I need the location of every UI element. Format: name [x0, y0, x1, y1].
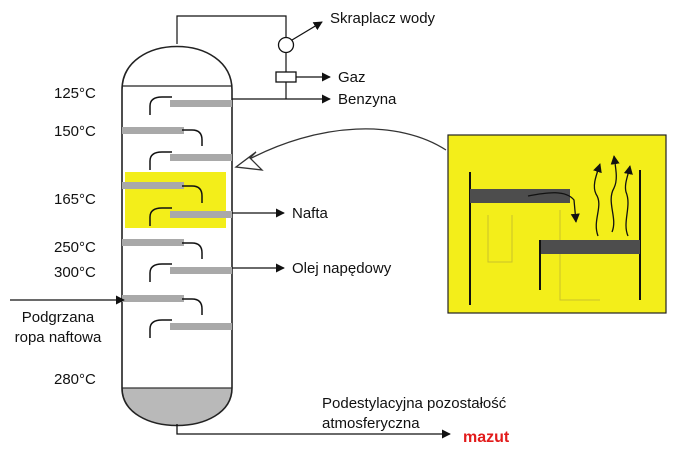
mazut-label: mazut [463, 429, 510, 446]
tray [170, 100, 232, 107]
condenser-arrow [291, 21, 323, 41]
tray [170, 323, 232, 330]
temperature-label: 125°C [54, 85, 96, 102]
gas-separator [275, 71, 297, 83]
detail-inset [447, 134, 667, 314]
highlight-band [125, 172, 226, 228]
residue-label-line2: atmosferyczna [322, 415, 420, 432]
tray [122, 295, 184, 302]
output-condenser-label: Skraplacz wody [330, 10, 436, 27]
inset-tray-lower [540, 240, 640, 254]
zoom-arrow [241, 128, 447, 164]
temperature-label: 165°C [54, 191, 96, 208]
tray [122, 182, 184, 189]
tray [170, 211, 232, 218]
overhead-piping [176, 15, 287, 99]
temperature-label: 150°C [54, 123, 96, 140]
feed-label-line1: Podgrzana [21, 309, 95, 326]
temperature-label: 280°C [54, 371, 96, 388]
tray [170, 154, 232, 161]
tray [122, 239, 184, 246]
inset-vapor-arrows [593, 155, 633, 237]
output-naphtha-label: Nafta [292, 205, 328, 222]
temperature-label: 300°C [54, 264, 96, 281]
output-gasoline-label: Benzyna [338, 91, 397, 108]
zoom-arrowhead [234, 151, 264, 171]
residue-label-line1: Podestylacyjna pozostałość [322, 395, 507, 412]
bubble-caps [149, 96, 203, 338]
feed-label-line2: ropa naftowa [14, 329, 102, 346]
output-gas-label: Gaz [338, 69, 366, 86]
tray [122, 127, 184, 134]
tray [170, 267, 232, 274]
inset-tray-upper [470, 189, 570, 203]
condenser-valve [277, 36, 295, 54]
output-diesel-label: Olej napędowy [292, 260, 392, 277]
temperature-label: 250°C [54, 239, 96, 256]
trays [122, 100, 232, 330]
column-body [121, 45, 233, 427]
residue-arrow [176, 424, 451, 439]
inset-liquid-flow [527, 192, 580, 223]
